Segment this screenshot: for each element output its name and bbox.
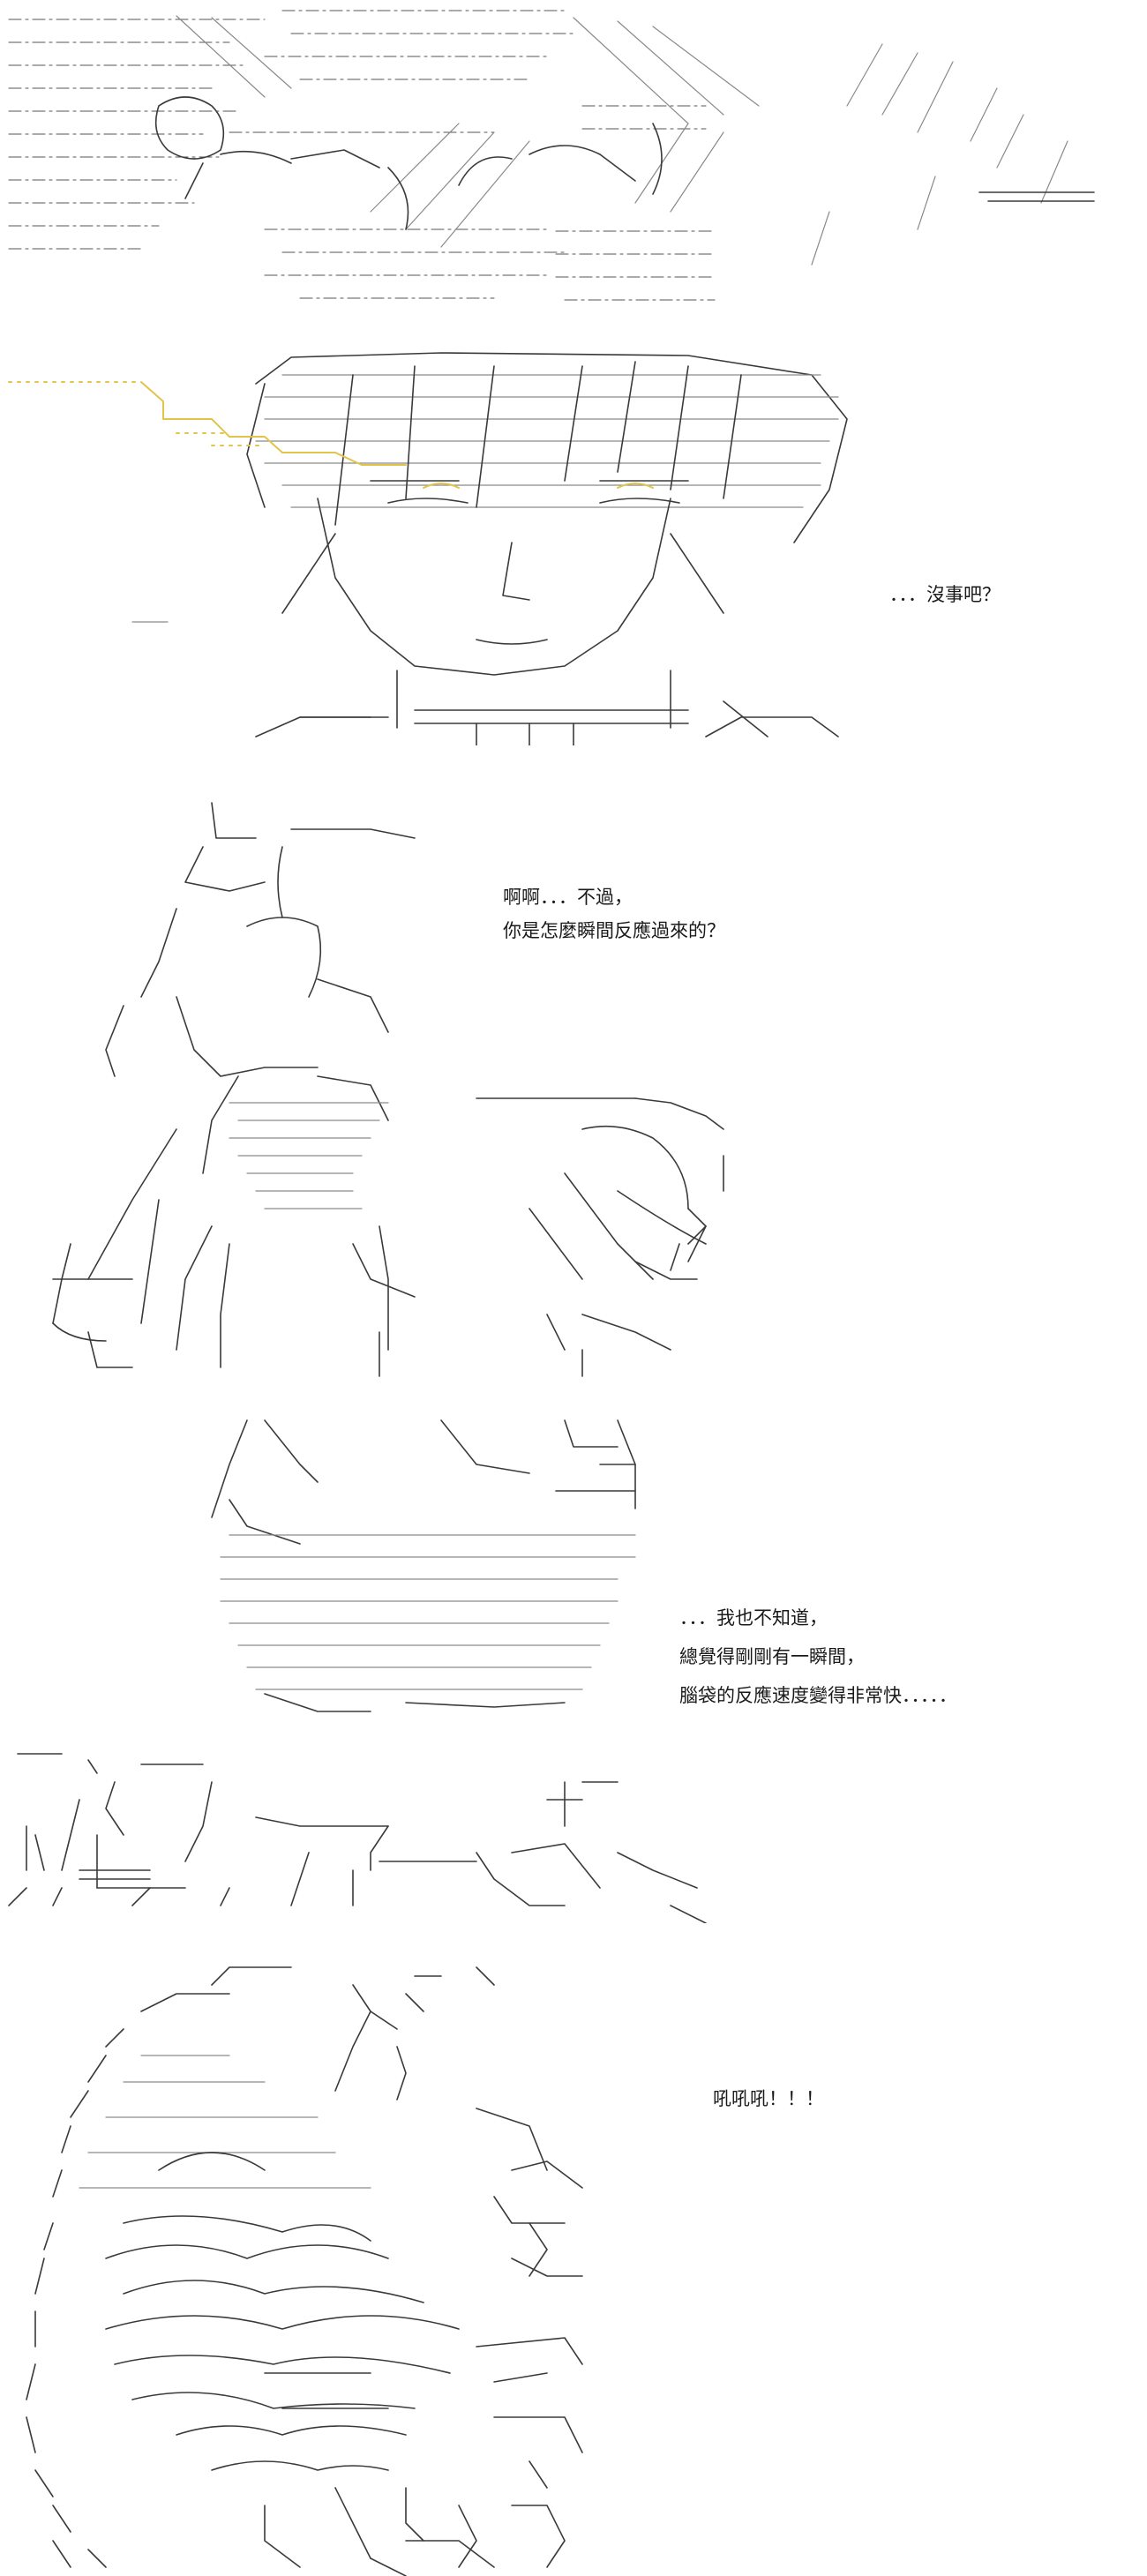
yellow-motion-streak: [8, 381, 407, 466]
speed-lines-artwork: [8, 10, 1095, 301]
dialogue-line: 腦袋的反應速度變得非常快．．．．．: [679, 1685, 957, 1706]
dialogue-panel-2: ．．．沒事吧？: [889, 578, 1001, 611]
panel-conversation: 啊啊．．．不過， 你是怎麼瞬間反應過來的？: [0, 785, 1147, 1385]
eyes: [370, 480, 689, 504]
hair-outline: [246, 352, 848, 543]
character-closeup-artwork: [8, 352, 848, 745]
dialogue-line: ．．．沒事吧？: [889, 584, 1001, 605]
face-outline: [281, 498, 724, 676]
collar-shoulders: [255, 670, 839, 745]
creature-body: [52, 2055, 583, 2576]
panel-character-thinking: ．．．我也不知道， 總覺得剛剛有一瞬間， 腦袋的反應速度變得非常快．．．．．: [0, 1412, 1147, 1923]
panel-action-scene: [0, 0, 1147, 318]
speed-lines-left: [8, 19, 266, 250]
thinking-character-artwork: [8, 1419, 707, 1923]
right-falling-lines: [811, 43, 1095, 266]
body-and-arms: [8, 1753, 707, 1923]
conversation-artwork: [52, 802, 724, 1377]
standing-character: [52, 802, 416, 1368]
dialogue-line: 總覺得剛剛有一瞬間，: [679, 1646, 865, 1667]
panel-creature-roar: 吼吼吼！！！: [0, 1958, 1147, 2576]
dialogue-panel-3: 啊啊．．．不過， 你是怎麼瞬間反應過來的？: [503, 880, 725, 947]
speed-lines-center: [229, 10, 574, 299]
panel-character-closeup: ．．．沒事吧？: [0, 348, 1147, 745]
figure-silhouettes: [154, 96, 663, 230]
creature-head: [26, 1966, 495, 2533]
diagonal-motion-lines: [176, 15, 760, 248]
dialogue-line: 啊啊．．．不過，: [503, 887, 633, 908]
dialogue-line: ．．．我也不知道，: [679, 1607, 828, 1629]
right-character-arm: [379, 1097, 724, 1377]
dialogue-panel-4: ．．．我也不知道， 總覺得剛剛有一瞬間， 腦袋的反應速度變得非常快．．．．．: [679, 1601, 957, 1712]
dialogue-line: 你是怎麼瞬間反應過來的？: [503, 920, 725, 941]
creature-artwork: [26, 1966, 583, 2576]
dialogue-line: 吼吼吼！！！: [713, 2088, 824, 2109]
dialogue-panel-5: 吼吼吼！！！: [713, 2082, 824, 2115]
hair-and-head: [211, 1419, 636, 1712]
